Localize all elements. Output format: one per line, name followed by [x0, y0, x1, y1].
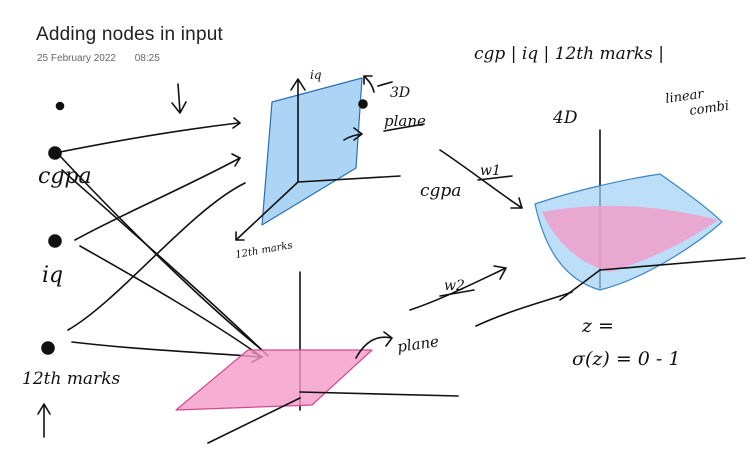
plane-3d-blue — [261, 77, 363, 226]
edge-12th-top — [67, 182, 246, 331]
node-bias — [55, 101, 65, 111]
line-to-surface — [475, 291, 573, 327]
axis-12th — [235, 181, 299, 241]
svg-text:iq: iq — [310, 68, 322, 82]
svg-text:3D: 3D — [390, 85, 410, 101]
axis-iq — [290, 78, 306, 183]
node-iq — [48, 234, 62, 248]
page-date: 25 February 2022 — [37, 53, 116, 64]
edge-iq-bottom — [79, 245, 263, 358]
svg-text:w1: w1 — [480, 163, 501, 179]
edge-cgpa-bottom — [59, 155, 263, 351]
ink-header-text: cgp | iq | 12th marks | — [474, 44, 664, 64]
page-time: 08:25 — [134, 53, 160, 64]
axis-4d-right — [599, 257, 746, 271]
svg-text:12th marks: 12th marks — [235, 240, 294, 261]
edge-iq-top — [74, 157, 241, 241]
arrow-down — [171, 83, 187, 114]
page-timestamp: 25 February 2022 08:25 — [37, 53, 176, 64]
ink-label-cgpa: cgpa — [38, 164, 92, 189]
plane-pink — [175, 349, 373, 411]
node-12th-marks — [41, 341, 55, 355]
arrow-up — [37, 403, 51, 438]
axis-cgpa — [297, 175, 401, 183]
svg-text:combi: combi — [688, 99, 730, 119]
page-title[interactable]: Adding nodes in input — [36, 24, 223, 45]
edge-cgpa-top — [59, 122, 239, 153]
svg-text:plane: plane — [396, 332, 440, 356]
axis-4d-left — [559, 269, 601, 301]
svg-text:4D: 4D — [552, 108, 578, 128]
edge-12th-bottom — [71, 341, 261, 358]
arrow-w2 — [409, 265, 507, 311]
svg-text:σ(z) = 0 - 1: σ(z) = 0 - 1 — [572, 348, 680, 370]
axis-bottom-left — [207, 397, 301, 444]
surface-4d-pink — [542, 205, 718, 272]
svg-text:cgpa: cgpa — [420, 181, 461, 201]
ink-label-iq: iq — [42, 263, 63, 288]
axis-bottom-right — [299, 391, 459, 397]
node-cgpa — [48, 146, 62, 160]
arrow-w1 — [439, 149, 523, 209]
ink-label-12th: 12th marks — [22, 369, 120, 389]
svg-text:z =: z = — [581, 315, 614, 337]
svg-text:linear: linear — [664, 87, 705, 107]
